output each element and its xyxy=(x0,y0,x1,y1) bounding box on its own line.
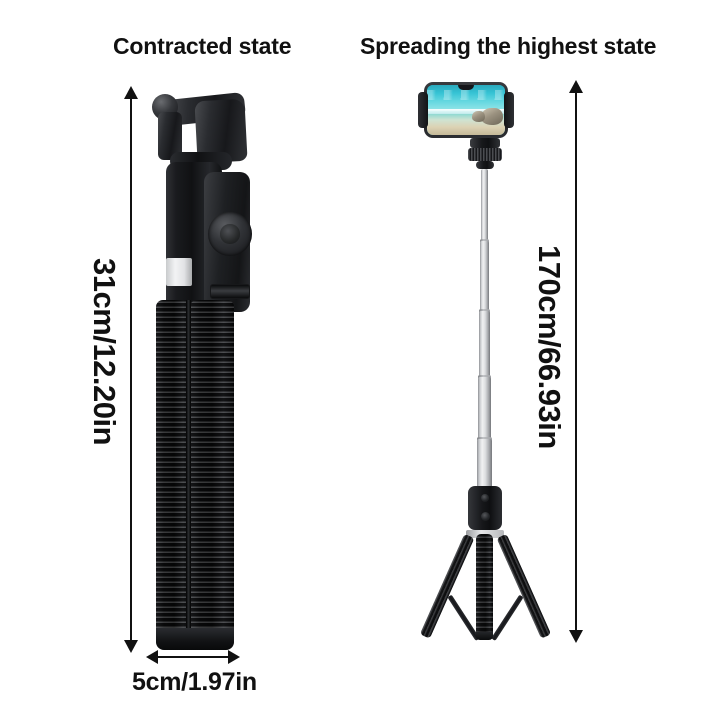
arrowhead-up-left xyxy=(124,86,138,99)
pole-segment-1 xyxy=(481,169,488,241)
dimension-line-right xyxy=(575,90,577,638)
smartphone xyxy=(424,82,508,138)
clamp-grip-left xyxy=(418,92,428,128)
arrowhead-right-width xyxy=(228,650,240,664)
white-band xyxy=(166,258,192,286)
pole-segment-4 xyxy=(478,377,491,439)
arrowhead-left-width xyxy=(146,650,158,664)
arrowhead-down-right xyxy=(569,630,583,643)
tripod-hub xyxy=(468,486,502,530)
arrowhead-down-left xyxy=(124,640,138,653)
center-column-foot xyxy=(476,632,493,640)
dimension-label-left-height: 31cm/12.20in xyxy=(87,258,122,446)
dimension-label-right-height: 170cm/66.93in xyxy=(532,245,567,449)
dimension-line-left xyxy=(130,96,132,642)
dimension-label-left-width: 5cm/1.97in xyxy=(132,668,257,696)
clamp-base xyxy=(470,138,500,148)
ball-head-mount[interactable] xyxy=(468,148,502,161)
center-column xyxy=(476,534,493,638)
folded-tripod-leg-right xyxy=(190,300,234,648)
ball-head-stem xyxy=(476,161,494,169)
pole-segment-5 xyxy=(477,439,492,489)
tripod-brace-right xyxy=(491,594,524,641)
hub-lock-dot[interactable] xyxy=(481,512,490,521)
photo-rock-large xyxy=(481,108,503,125)
pole-segment-3 xyxy=(479,311,490,377)
dimension-line-width xyxy=(156,656,230,658)
phone-screen-photo xyxy=(427,85,505,135)
caption-contracted-state: Contracted state xyxy=(113,33,292,59)
caption-spreading-highest-state: Spreading the highest state xyxy=(360,33,657,59)
photo-rock-small xyxy=(472,111,485,122)
shutter-button[interactable] xyxy=(208,212,252,256)
arrowhead-up-right xyxy=(569,80,583,93)
phone-notch xyxy=(458,85,474,90)
clamp-grip-right xyxy=(504,92,514,128)
remote-release-slot[interactable] xyxy=(210,284,250,299)
leg-seam xyxy=(186,300,191,648)
photo-surf xyxy=(427,109,505,115)
handle-end-cap xyxy=(156,628,234,650)
pole-segment-2 xyxy=(480,241,489,311)
hub-indicator-dot xyxy=(481,494,489,502)
